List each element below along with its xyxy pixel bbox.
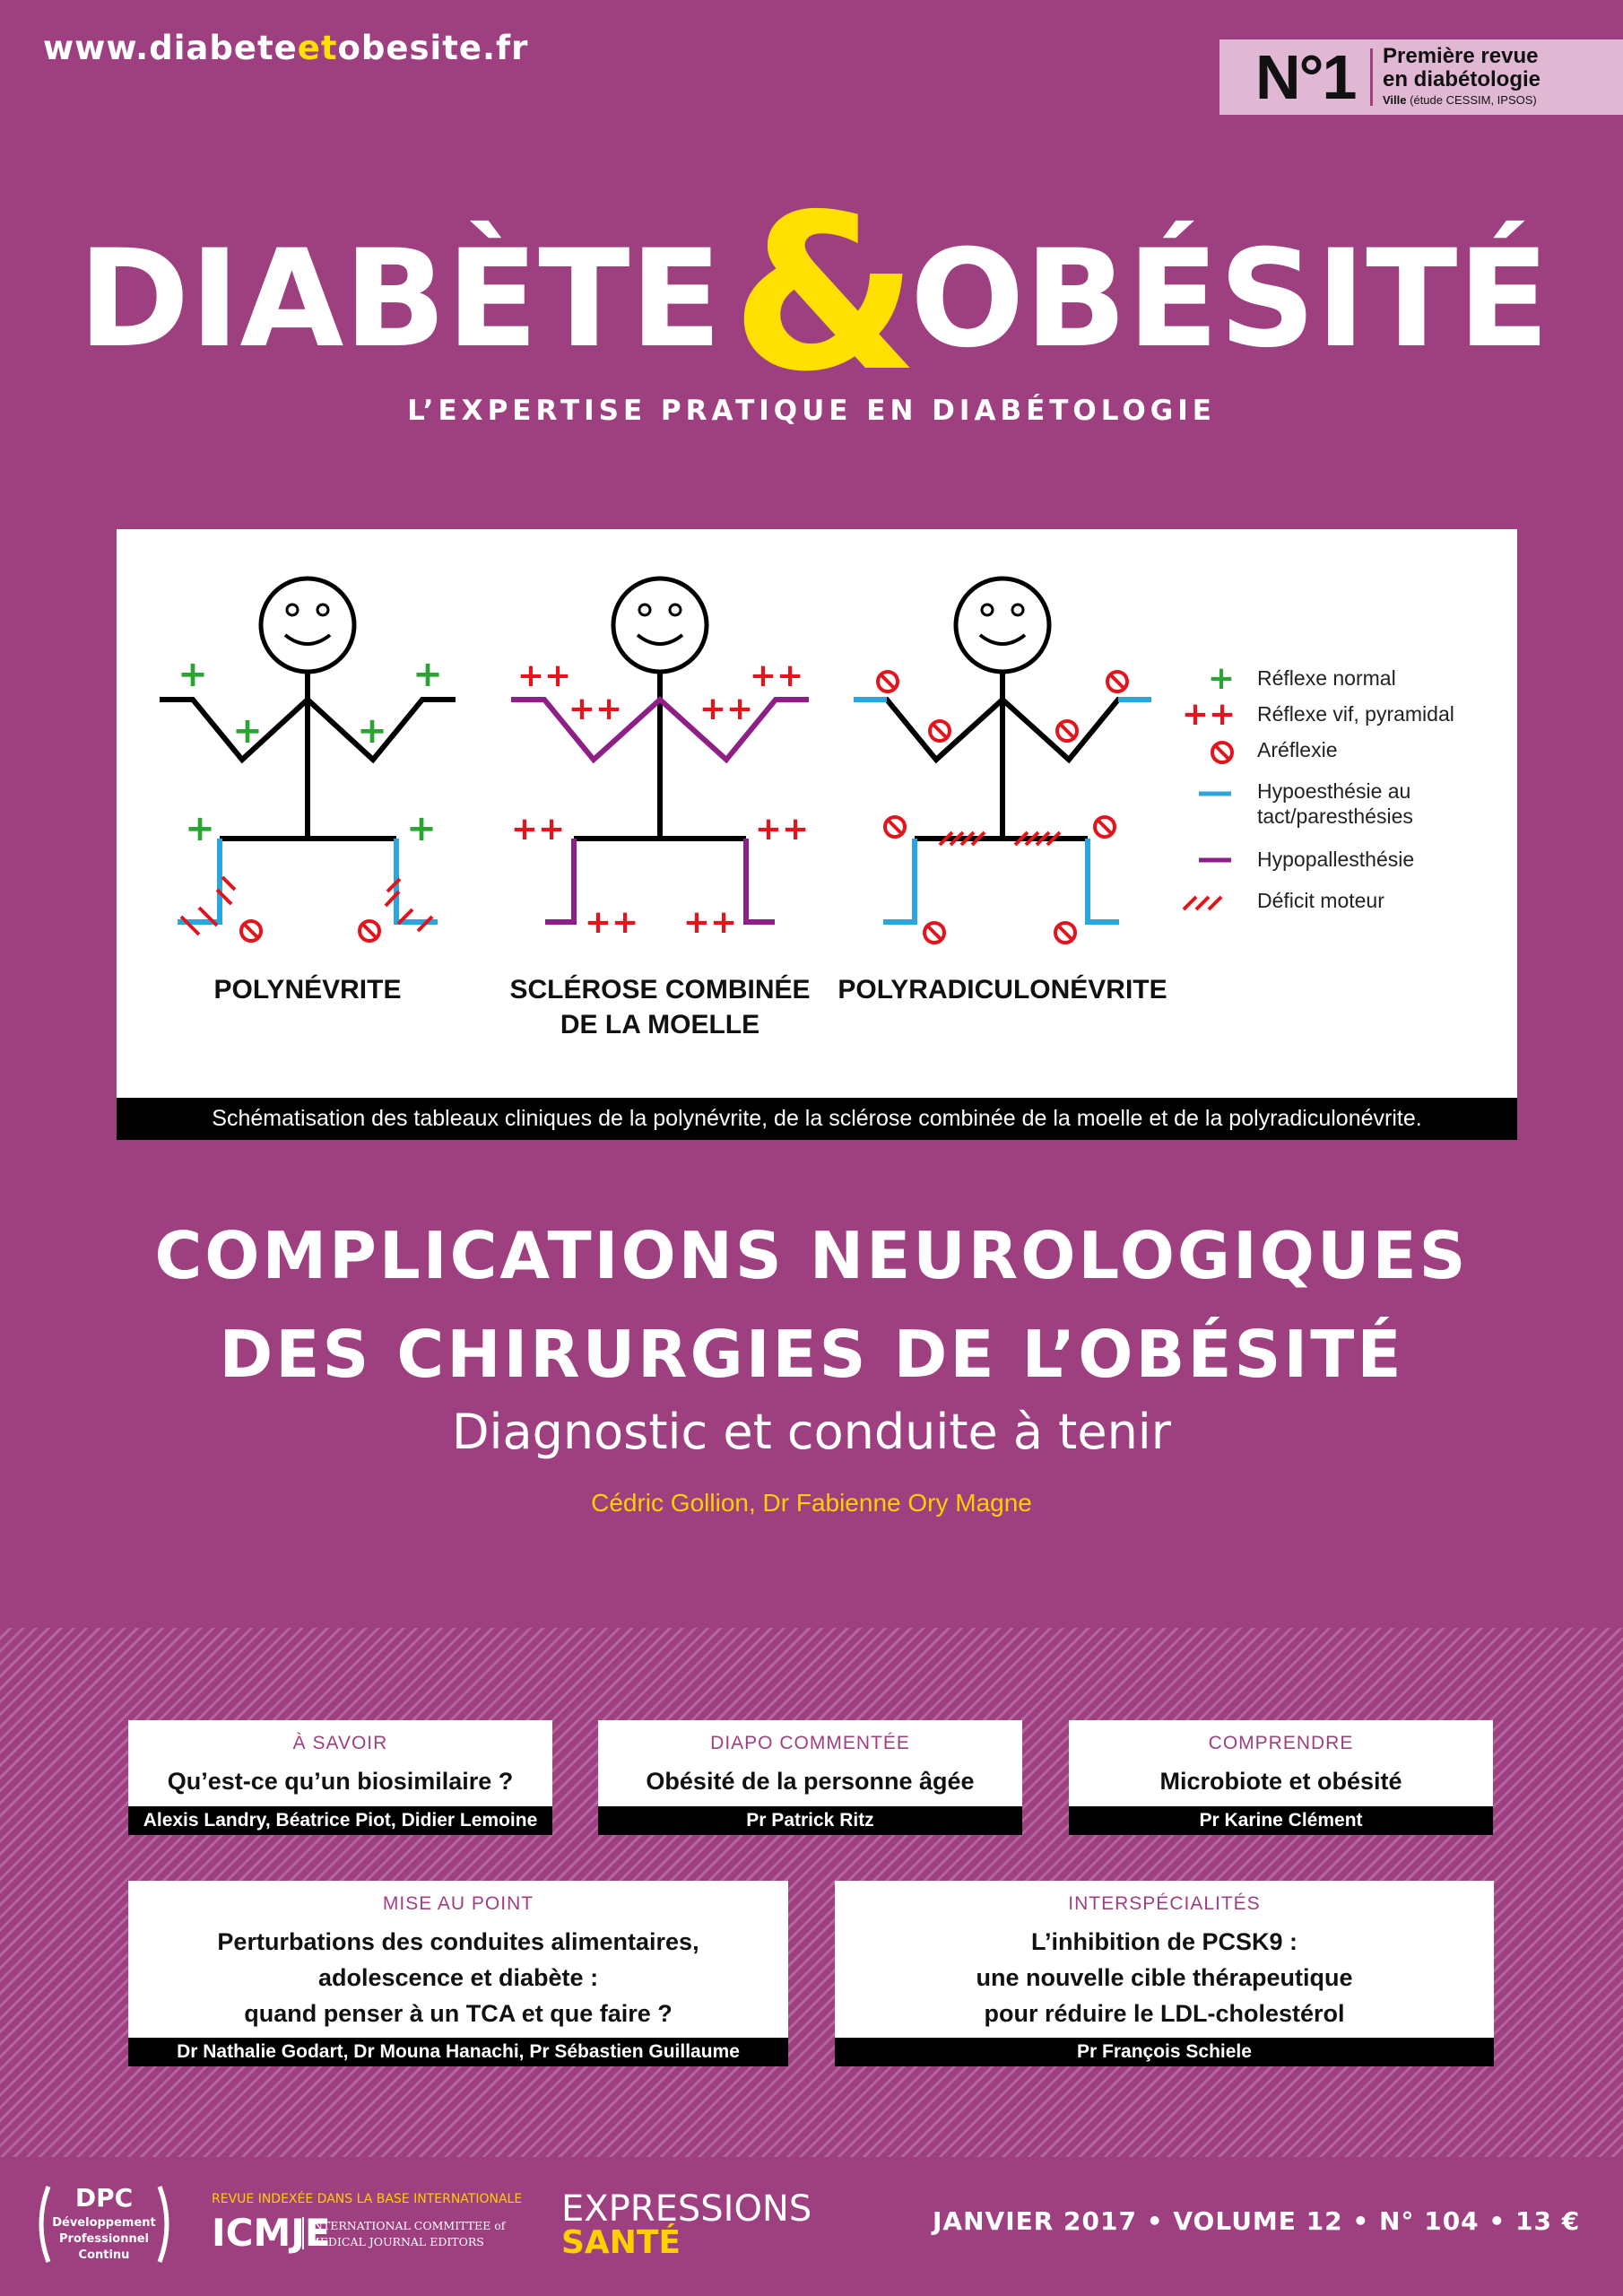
article-title-line-1: COMPLICATIONS NEUROLOGIQUES	[154, 1218, 1469, 1293]
article-title-line-2: DES CHIRURGIES DE L’OBÉSITÉ	[219, 1317, 1404, 1392]
svg-text:+: +	[1208, 660, 1235, 697]
svg-text:+: +	[178, 654, 208, 695]
legend-label-1: Réflexe normal	[1257, 666, 1396, 690]
badge-number: N°1	[1255, 42, 1357, 112]
url-part-3: obesite.fr	[337, 29, 529, 67]
badge-source-bold: Ville	[1383, 93, 1407, 107]
card-authors: Pr François Schiele	[835, 2038, 1494, 2066]
card-category: COMPRENDRE	[1208, 1733, 1354, 1753]
label-polyradiculonevrite: POLYRADICULONÉVRITE	[838, 975, 1167, 1004]
card-category: INTERSPÉCIALITÉS	[1068, 1893, 1261, 1914]
legend-symbols: + ++	[1182, 660, 1236, 911]
svg-text:++: ++	[568, 691, 622, 727]
card-category: DIAPO COMMENTÉE	[710, 1733, 910, 1753]
expressions-word: EXPRESSIONS	[561, 2188, 812, 2230]
card-title-line-1: L’inhibition de PCSK9 :	[1031, 1928, 1298, 1955]
legend-label-4: Hypoesthésie au tact/paresthésies	[1257, 779, 1413, 828]
badge-source: Ville (étude CESSIM, IPSOS)	[1383, 93, 1537, 107]
svg-text:++: ++	[585, 904, 638, 941]
masthead-ampersand: &	[731, 197, 918, 386]
svg-text:+: +	[185, 808, 215, 849]
card-title: Qu’est-ce qu’un biosimilaire ?	[167, 1768, 514, 1795]
stick-figure-diagram: + + + + + + ++++++++ ++	[160, 576, 1236, 944]
figure-sclerose: ++++++++ ++++++++	[511, 576, 809, 941]
card-authors: Pr Karine Clément	[1069, 1806, 1493, 1835]
card-title-line-3: quand penser à un TCA et que faire ?	[244, 2000, 673, 2027]
card-a-savoir[interactable]: À SAVOIR Qu’est-ce qu’un biosimilaire ? …	[128, 1720, 552, 1835]
icmje-top-line: REVUE INDEXÉE DANS LA BASE INTERNATIONAL…	[212, 2191, 522, 2206]
masthead-logo: DIABÈTE & OBÉSITÉ	[78, 197, 1549, 386]
label-polynevrite: POLYNÉVRITE	[213, 975, 402, 1004]
figure-caption: Schématisation des tableaux cliniques de…	[117, 1098, 1517, 1140]
legend-label-5: Hypopallesthésie	[1257, 848, 1415, 871]
card-category: À SAVOIR	[292, 1733, 388, 1753]
svg-text:++: ++	[750, 657, 803, 694]
svg-text:++: ++	[683, 904, 737, 941]
card-title-line-3: pour réduire le LDL-cholestérol	[984, 2000, 1345, 2027]
svg-text:+: +	[406, 808, 437, 849]
svg-text:++: ++	[1182, 696, 1236, 733]
card-diapo-commentee[interactable]: DIAPO COMMENTÉE Obésité de la personne â…	[598, 1720, 1022, 1835]
svg-text:+: +	[357, 710, 387, 752]
badge-divider	[1370, 48, 1373, 106]
url-part-1: www.diabete	[43, 29, 298, 67]
cover-figure: + + + + + + ++++++++ ++	[117, 529, 1517, 1140]
figure-polynevrite: + + + + + +	[160, 576, 456, 943]
badge-line-1: Première revue	[1383, 44, 1539, 68]
issue-info: JANVIER 2017 • VOLUME 12 • N° 104 • 13 €	[933, 2206, 1581, 2236]
card-comprendre[interactable]: COMPRENDRE Microbiote et obésité Pr Kari…	[1069, 1720, 1493, 1835]
card-title-line-2: une nouvelle cible thérapeutique	[976, 1964, 1353, 1991]
masthead-word-1: DIABÈTE	[78, 221, 722, 378]
url-part-2: et	[297, 29, 338, 67]
svg-text:++: ++	[755, 811, 809, 848]
card-category: MISE AU POINT	[382, 1893, 534, 1914]
card-title-line-1: Perturbations des conduites alimentaires…	[217, 1928, 699, 1955]
icmje-line-2: MEDICAL JOURNAL EDITORS	[308, 2235, 484, 2248]
dpc-line-3: Continu	[79, 2248, 130, 2262]
figure-polyradiculonevrite	[854, 576, 1151, 944]
icmje-wordmark: ICMJE	[212, 2211, 331, 2255]
svg-text:+: +	[412, 654, 443, 695]
legend-label-2: Réflexe vif, pyramidal	[1257, 702, 1454, 726]
card-authors: Alexis Landry, Béatrice Piot, Didier Lem…	[128, 1806, 552, 1835]
card-title: Obésité de la personne âgée	[646, 1768, 975, 1795]
dpc-line-1: Développement	[52, 2216, 156, 2230]
masthead-word-2: OBÉSITÉ	[910, 221, 1549, 378]
legend-label-3: Aréflexie	[1257, 738, 1338, 761]
card-title: Perturbations des conduites alimentaires…	[128, 1924, 788, 2031]
article-subtitle: Diagnostic et conduite à tenir	[451, 1404, 1172, 1460]
card-title-line-2: adolescence et diabète :	[317, 1964, 599, 1991]
card-interspecialites[interactable]: INTERSPÉCIALITÉS L’inhibition de PCSK9 :…	[835, 1881, 1494, 2066]
icmje-logo: REVUE INDEXÉE DANS LA BASE INTERNATIONAL…	[212, 2191, 522, 2255]
dpc-line-2: Professionnel	[59, 2232, 149, 2246]
card-title: Microbiote et obésité	[1159, 1768, 1402, 1795]
ranking-badge: N°1 Première revue en diabétologie Ville…	[1219, 39, 1623, 115]
dpc-title: DPC	[75, 2183, 133, 2213]
card-authors: Pr Patrick Ritz	[598, 1806, 1022, 1835]
article-title: COMPLICATIONS NEUROLOGIQUES DES CHIRURGI…	[0, 1206, 1623, 1404]
article-authors: Cédric Gollion, Dr Fabienne Ory Magne	[591, 1489, 1032, 1517]
card-mise-au-point[interactable]: MISE AU POINT Perturbations des conduite…	[128, 1881, 788, 2066]
label-sclerose: SCLÉROSE COMBINÉE DE LA MOELLE	[481, 972, 839, 1042]
label-sclerose-line-1: SCLÉROSE COMBINÉE	[509, 975, 811, 1004]
tagline: L’EXPERTISE PRATIQUE EN DIABÉTOLOGIE	[407, 395, 1216, 427]
svg-text:+: +	[232, 710, 263, 752]
expressions-sante-logo: EXPRESSIONS SANTÉ	[561, 2188, 812, 2260]
card-authors: Dr Nathalie Godart, Dr Mouna Hanachi, Pr…	[128, 2038, 788, 2066]
svg-text:++: ++	[699, 691, 753, 727]
label-sclerose-line-2: DE LA MOELLE	[560, 1010, 760, 1039]
svg-text:++: ++	[517, 657, 571, 694]
dpc-logo: DPC Développement Professionnel Continu	[39, 2183, 169, 2263]
badge-source-text: (étude CESSIM, IPSOS)	[1410, 93, 1537, 107]
svg-text:++: ++	[511, 811, 565, 848]
badge-line-2: en diabétologie	[1383, 67, 1541, 91]
site-url[interactable]: www.diabeteetobesite.fr	[43, 29, 528, 67]
icmje-line-1: INTERNATIONAL COMMITTEE of	[308, 2219, 507, 2232]
card-title: L’inhibition de PCSK9 : une nouvelle cib…	[835, 1924, 1494, 2031]
sante-word: SANTÉ	[561, 2223, 681, 2260]
legend-label-6: Déficit moteur	[1257, 889, 1384, 912]
badge-text: Première revue en diabétologie	[1383, 45, 1541, 91]
